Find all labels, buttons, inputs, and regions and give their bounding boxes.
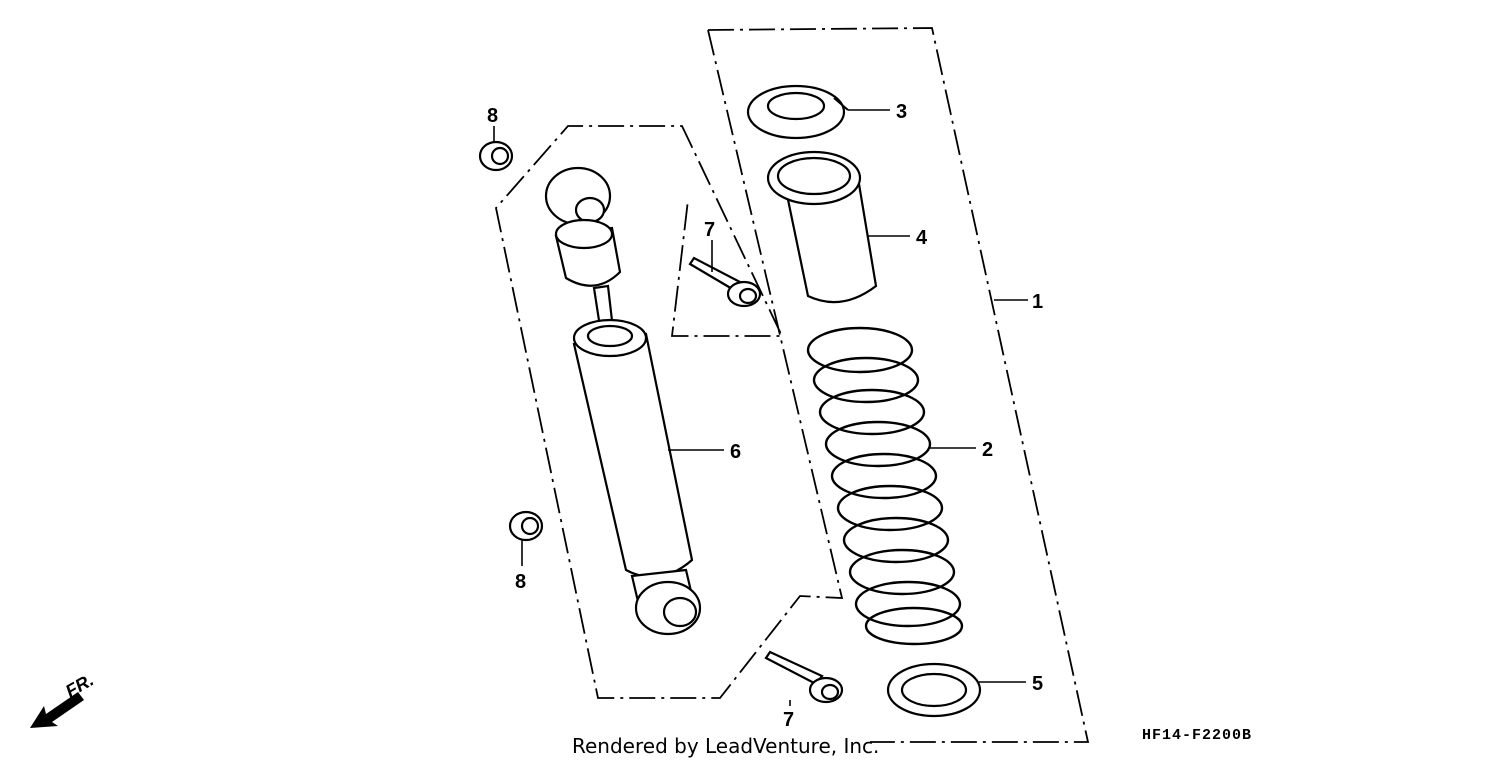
- coil-spring: [806, 326, 964, 646]
- spring-stopper: [746, 84, 849, 140]
- callout-7-upper: 7: [704, 219, 715, 241]
- flange-bolt-upper: [688, 256, 762, 308]
- callout-4: 4: [916, 227, 928, 249]
- callout-3: 3: [896, 101, 907, 123]
- spring-seat-washer: [886, 662, 982, 718]
- callout-8-lower: 8: [515, 571, 526, 593]
- drawing-code: HF14-F2200B: [1142, 727, 1252, 744]
- callout-6: 6: [730, 441, 741, 463]
- front-direction-label: FR.: [62, 670, 97, 702]
- callout-5: 5: [1032, 673, 1043, 695]
- callout-2: 2: [982, 439, 993, 461]
- shock-absorber: [544, 166, 702, 636]
- flange-bolt-lower: [764, 650, 844, 704]
- render-credit: Rendered by LeadVenture, Inc.: [572, 734, 879, 758]
- front-direction-arrow-icon: [30, 692, 84, 728]
- leader-lines: [493, 109, 1028, 706]
- callout-1: 1: [1032, 291, 1043, 313]
- assembly-outline-left: [495, 29, 844, 699]
- spring-sleeve: [766, 150, 878, 304]
- flange-nut-upper: [478, 140, 514, 172]
- callout-7-lower: 7: [783, 709, 794, 731]
- callout-8-upper: 8: [487, 105, 498, 127]
- flange-nut-lower: [508, 510, 544, 542]
- assembly-outline: [707, 27, 1090, 743]
